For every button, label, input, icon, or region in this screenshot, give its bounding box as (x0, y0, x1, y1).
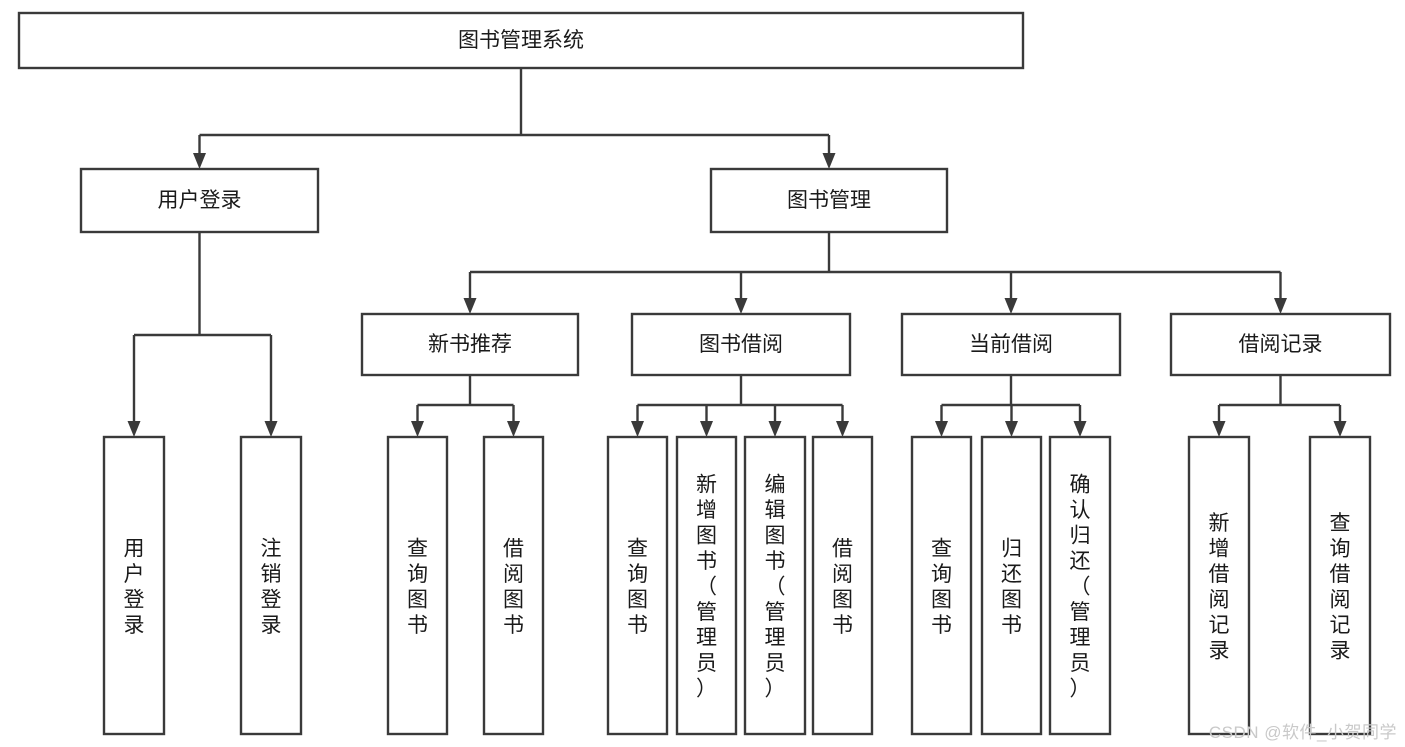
node-box-leaf-logout[interactable] (239, 435, 303, 736)
arrowhead-icon (734, 298, 748, 314)
arrowhead-icon (1004, 298, 1018, 314)
edge-group-book-manage (463, 232, 1287, 314)
arrowhead-icon (1005, 421, 1018, 437)
node-label-leaf-borrow-book-2: 借阅图书 (832, 537, 853, 637)
arrowhead-icon (463, 298, 477, 314)
node-book-manage[interactable]: 图书管理 (709, 167, 949, 234)
node-box-leaf-query-book-3[interactable] (910, 435, 973, 736)
node-label-root: 图书管理系统 (458, 29, 584, 52)
edge-group-book-borrow (631, 375, 849, 437)
node-leaf-borrow-book-2[interactable]: 借阅图书 (811, 435, 874, 736)
node-leaf-user-login[interactable]: 用户登录 (102, 435, 166, 736)
arrowhead-icon (264, 421, 278, 437)
node-box-leaf-confirm-return[interactable] (1048, 435, 1112, 736)
node-box-current-borrow[interactable] (900, 312, 1122, 377)
node-box-new-book-rec[interactable] (360, 312, 580, 377)
node-label-leaf-borrow-book-1: 借阅图书 (503, 537, 524, 637)
arrowhead-icon (411, 421, 424, 437)
node-box-leaf-edit-book[interactable] (743, 435, 807, 736)
node-label-leaf-query-book-3: 查询图书 (931, 537, 952, 637)
node-box-user-login[interactable] (79, 167, 320, 234)
arrowhead-icon (822, 153, 836, 169)
arrowhead-icon (1073, 421, 1087, 437)
node-box-leaf-add-book[interactable] (675, 435, 738, 736)
node-leaf-query-record[interactable]: 查询借阅记录 (1308, 435, 1372, 736)
node-layer: 图书管理系统用户登录图书管理新书推荐图书借阅当前借阅借阅记录用户登录注销登录查询… (17, 11, 1392, 736)
node-box-leaf-add-record[interactable] (1187, 435, 1251, 736)
node-label-leaf-return-book: 归还图书 (1001, 537, 1022, 637)
node-leaf-add-book[interactable]: 新增图书（管理员） (675, 435, 738, 736)
node-label-leaf-user-login: 用户登录 (124, 537, 145, 637)
node-box-leaf-borrow-book-1[interactable] (482, 435, 545, 736)
node-label-book-manage: 图书管理 (787, 189, 871, 212)
arrowhead-icon (193, 153, 206, 169)
node-leaf-logout[interactable]: 注销登录 (239, 435, 303, 736)
edge-group-root (193, 68, 836, 169)
node-label-leaf-add-book: 新增图书（管理员） (696, 473, 717, 700)
node-label-leaf-query-book-2: 查询图书 (627, 537, 648, 637)
node-label-leaf-query-book-1: 查询图书 (407, 537, 428, 637)
edge-group-current-borrow (935, 375, 1087, 437)
node-box-book-manage[interactable] (709, 167, 949, 234)
node-leaf-edit-book[interactable]: 编辑图书（管理员） (743, 435, 807, 736)
arrowhead-icon (768, 421, 782, 437)
node-root[interactable]: 图书管理系统 (17, 11, 1025, 70)
arrowhead-icon (935, 421, 948, 437)
node-box-leaf-return-book[interactable] (980, 435, 1043, 736)
node-label-leaf-confirm-return: 确认归还（管理员） (1070, 473, 1091, 700)
node-box-leaf-user-login[interactable] (102, 435, 166, 736)
node-box-book-borrow[interactable] (630, 312, 852, 377)
node-label-leaf-add-record: 新增借阅记录 (1209, 511, 1230, 662)
node-box-borrow-record[interactable] (1169, 312, 1392, 377)
node-leaf-confirm-return[interactable]: 确认归还（管理员） (1048, 435, 1112, 736)
node-book-borrow[interactable]: 图书借阅 (630, 312, 852, 377)
node-box-root[interactable] (17, 11, 1025, 70)
edge-group-user-login (127, 232, 278, 437)
node-label-borrow-record: 借阅记录 (1239, 333, 1323, 356)
node-leaf-return-book[interactable]: 归还图书 (980, 435, 1043, 736)
edge-group-borrow-record (1212, 375, 1347, 437)
node-leaf-borrow-book-1[interactable]: 借阅图书 (482, 435, 545, 736)
node-user-login[interactable]: 用户登录 (79, 167, 320, 234)
arrowhead-icon (700, 421, 713, 437)
arrowhead-icon (836, 421, 849, 437)
arrowhead-icon (127, 421, 141, 437)
node-label-book-borrow: 图书借阅 (699, 333, 783, 356)
node-label-leaf-logout: 注销登录 (261, 537, 282, 637)
arrowhead-icon (1333, 421, 1347, 437)
node-leaf-query-book-1[interactable]: 查询图书 (386, 435, 449, 736)
node-new-book-rec[interactable]: 新书推荐 (360, 312, 580, 377)
node-label-leaf-edit-book: 编辑图书（管理员） (765, 473, 786, 700)
node-box-leaf-query-book-1[interactable] (386, 435, 449, 736)
csdn-watermark: CSDN @软件_小贺同学 (1208, 723, 1397, 742)
node-label-current-borrow: 当前借阅 (969, 333, 1053, 356)
node-leaf-query-book-2[interactable]: 查询图书 (606, 435, 669, 736)
node-box-leaf-query-record[interactable] (1308, 435, 1372, 736)
arrowhead-icon (1274, 298, 1287, 314)
node-label-leaf-query-record: 查询借阅记录 (1330, 511, 1351, 662)
arrowhead-icon (631, 421, 644, 437)
edge-layer (127, 68, 1347, 437)
node-label-new-book-rec: 新书推荐 (428, 333, 512, 356)
node-leaf-add-record[interactable]: 新增借阅记录 (1187, 435, 1251, 736)
arrowhead-icon (1212, 421, 1226, 437)
node-box-leaf-query-book-2[interactable] (606, 435, 669, 736)
node-label-user-login: 用户登录 (158, 189, 242, 212)
node-box-leaf-borrow-book-2[interactable] (811, 435, 874, 736)
node-current-borrow[interactable]: 当前借阅 (900, 312, 1122, 377)
edge-group-new-book-rec (411, 375, 520, 437)
node-borrow-record[interactable]: 借阅记录 (1169, 312, 1392, 377)
node-leaf-query-book-3[interactable]: 查询图书 (910, 435, 973, 736)
arrowhead-icon (507, 421, 520, 437)
